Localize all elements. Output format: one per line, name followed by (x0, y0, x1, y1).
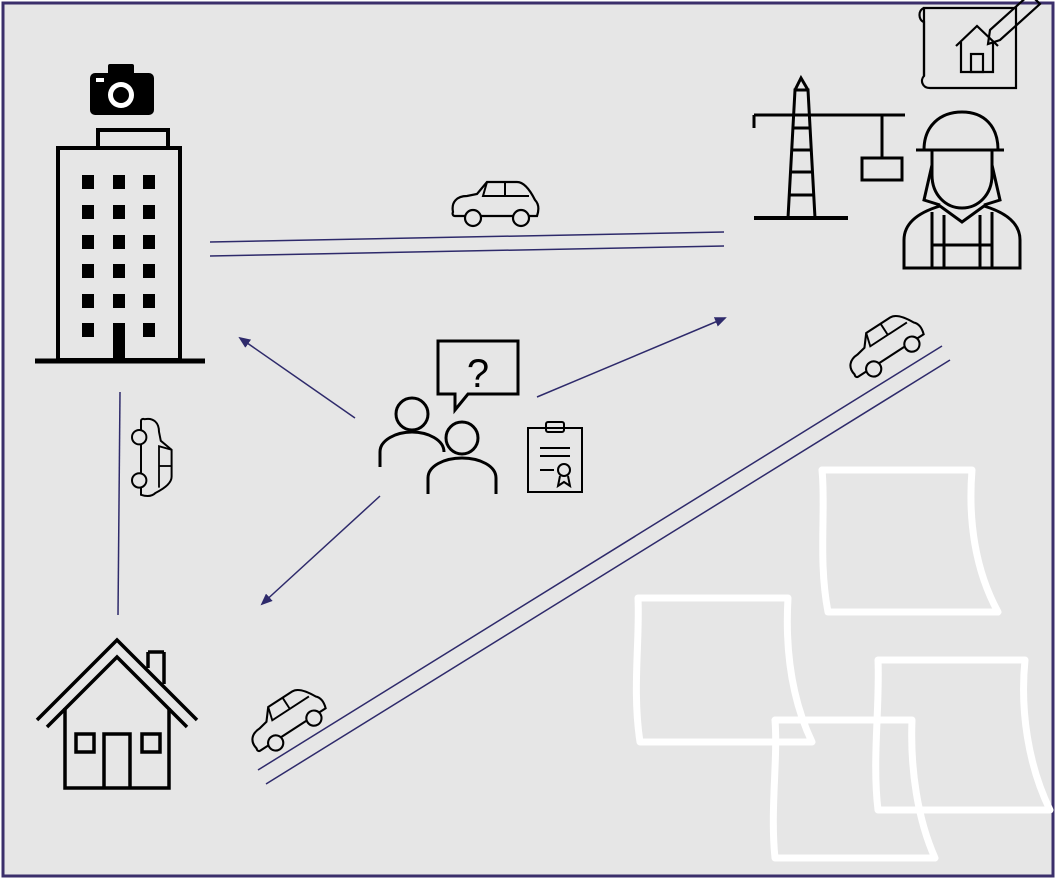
question-mark: ? (467, 352, 489, 396)
certificate-clipboard-icon (527, 421, 583, 493)
crane-icon (752, 74, 905, 220)
arrows (238, 317, 727, 606)
sticky-note-3 (872, 656, 1054, 814)
sticky-note-1 (818, 466, 1002, 616)
sticky-notes (632, 466, 1054, 862)
house-icon (35, 637, 199, 790)
road-left (117, 391, 121, 616)
camera-icon (90, 64, 154, 115)
arrow-to-building (238, 336, 356, 419)
sticky-note-4 (769, 716, 939, 862)
office-building-icon (35, 128, 205, 364)
arrow-to-construction (536, 317, 727, 398)
sticky-note-2 (632, 594, 816, 746)
road-top (209, 231, 725, 257)
people-question-icon (378, 339, 520, 494)
construction-worker-icon (902, 110, 1022, 270)
road-diagonal (257, 345, 951, 785)
blueprint-house-pencil-icon (918, 0, 1042, 90)
arrow-to-house (260, 495, 381, 606)
